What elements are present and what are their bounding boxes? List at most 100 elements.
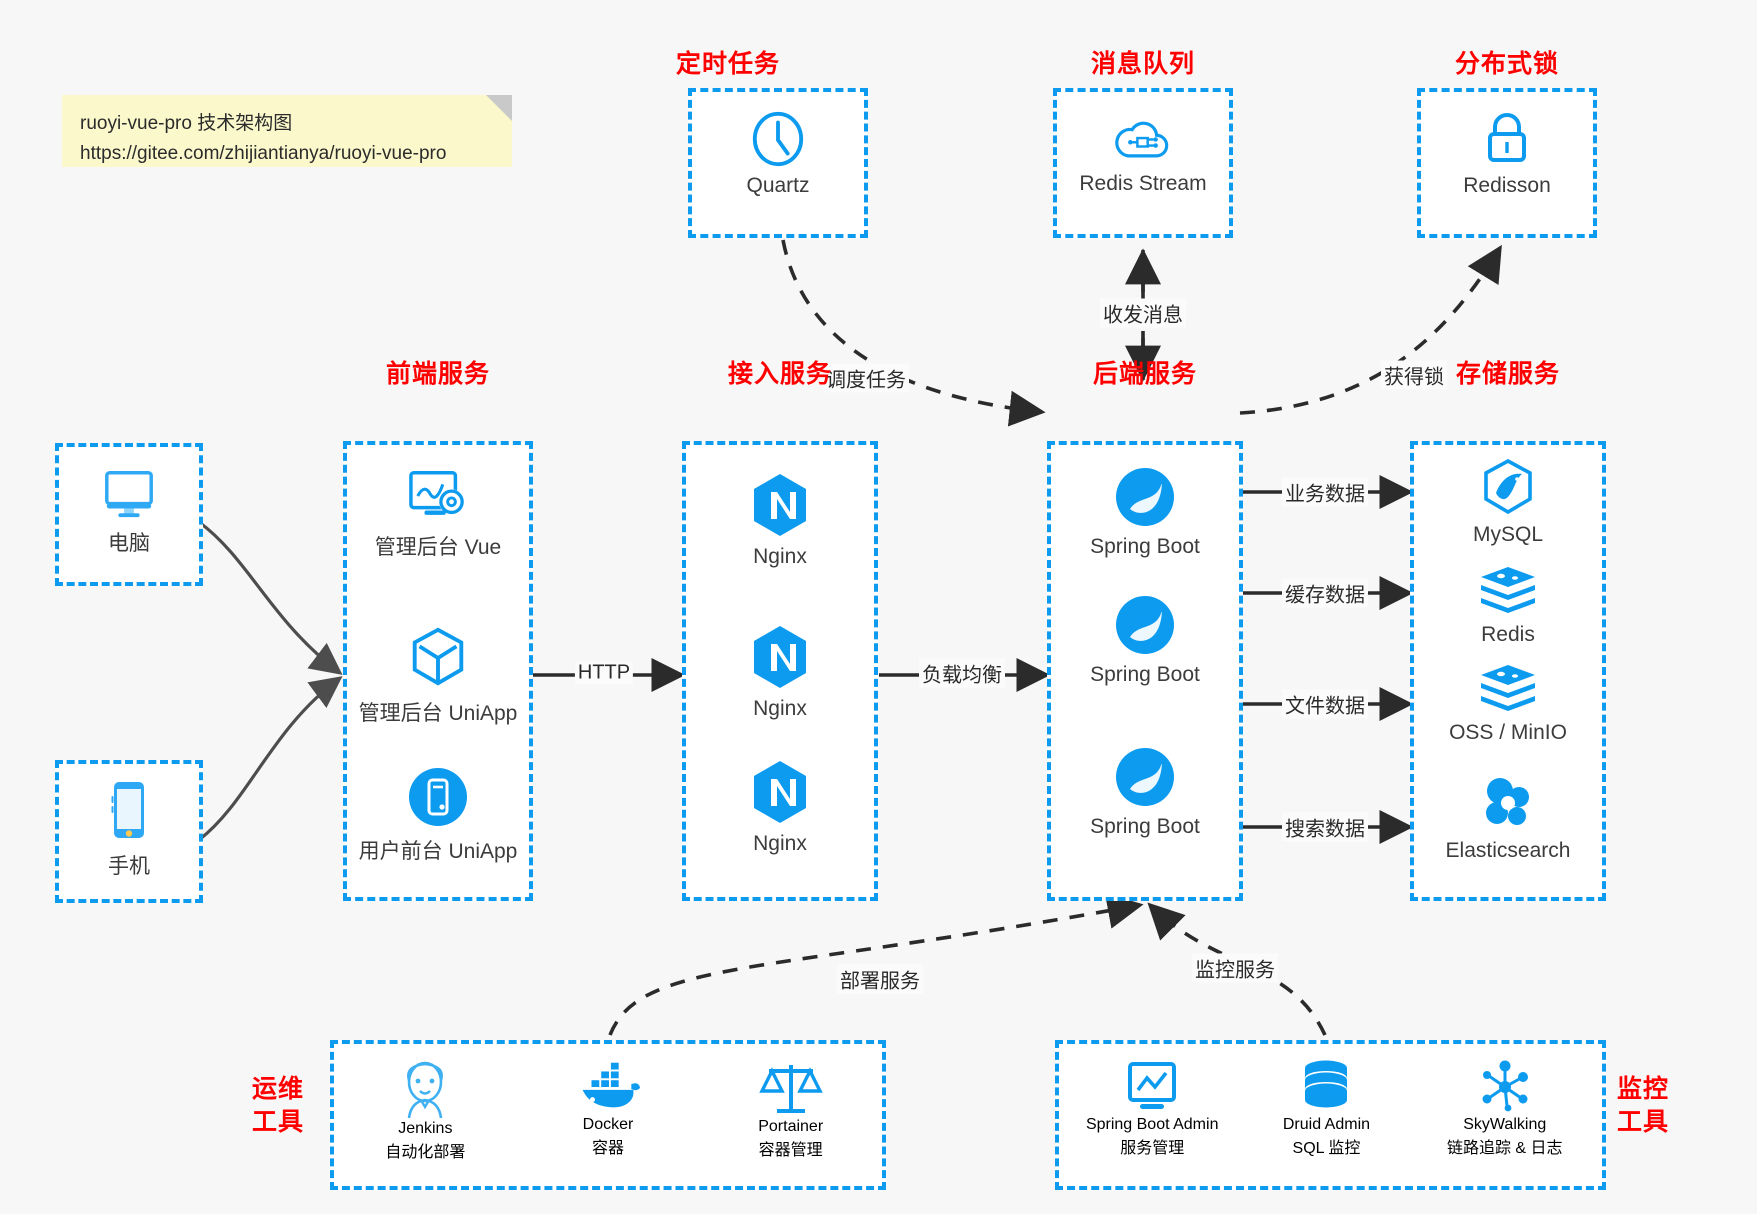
spring-icon <box>1116 596 1174 654</box>
edge-label-monitor-service: 监控服务 <box>1192 953 1278 983</box>
node-jenkins[interactable]: Jenkins 自动化部署 <box>334 1058 517 1162</box>
node-label: Redis Stream <box>1079 172 1207 195</box>
node-spring-boot-3[interactable]: Spring Boot <box>1051 745 1239 839</box>
node-label: Redisson <box>1463 174 1551 197</box>
node-quartz[interactable]: Quartz <box>692 110 864 198</box>
node-label: 管理后台 UniApp <box>358 702 518 725</box>
group-title-message-queue: 消息队列 <box>1090 50 1195 78</box>
spring-icon <box>1116 748 1174 806</box>
nginx-icon <box>754 474 806 536</box>
node-nginx-3[interactable]: Nginx <box>686 758 874 856</box>
node-label: 用户前台 UniApp <box>358 840 518 863</box>
node-label: Nginx <box>753 697 807 720</box>
note-url: https://gitee.com/zhijiantianya/ruoyi-vu… <box>80 143 447 164</box>
group-title-devops: 运维 工具 <box>252 1073 322 1139</box>
edge-label-http: HTTP <box>574 661 634 685</box>
monitor-chart-icon <box>1128 1062 1177 1109</box>
node-skywalking[interactable]: SkyWalking 链路追踪 & 日志 <box>1408 1058 1603 1158</box>
node-user-uniapp[interactable]: 用户前台 UniApp <box>347 765 529 865</box>
node-mysql[interactable]: MySQL <box>1414 457 1602 547</box>
node-client-pc[interactable]: 电脑 <box>59 465 199 557</box>
group-box-storage: MySQL Redis OSS / MinIO <box>1410 441 1606 901</box>
node-portainer[interactable]: Portainer 容器管理 <box>699 1058 882 1162</box>
cloud-stream-icon <box>1115 121 1169 158</box>
node-docker[interactable]: Docker 容器 <box>517 1058 700 1162</box>
group-box-distributed-lock: Redisson <box>1417 88 1597 238</box>
group-box-client-phone: 手机 <box>55 760 203 903</box>
node-label: Nginx <box>753 545 807 568</box>
node-label: Spring Boot <box>1090 815 1200 838</box>
node-druid-admin[interactable]: Druid Admin SQL 监控 <box>1245 1058 1407 1158</box>
edge-label-schedule-task: 调度任务 <box>823 363 909 393</box>
node-label: Elasticsearch <box>1445 839 1571 862</box>
node-label: OSS / MinIO <box>1449 721 1567 744</box>
clock-icon <box>752 111 804 167</box>
mysql-icon <box>1484 458 1532 515</box>
node-client-phone[interactable]: 手机 <box>59 778 199 880</box>
note-fold-corner <box>486 95 512 121</box>
monitoring-title-line2: 工具 <box>1617 1108 1670 1136</box>
group-box-frontend: 管理后台 Vue 管理后台 UniApp 用户前台 UniApp <box>343 441 533 901</box>
node-label: 管理后台 Vue <box>374 536 502 559</box>
group-box-monitoring: Spring Boot Admin 服务管理 Druid Admin SQL 监… <box>1055 1040 1606 1190</box>
skywalking-icon <box>1482 1060 1528 1112</box>
node-elasticsearch[interactable]: Elasticsearch <box>1414 775 1602 863</box>
lock-icon <box>1488 113 1526 162</box>
node-nginx-2[interactable]: Nginx <box>686 623 874 721</box>
group-box-message-queue: Redis Stream <box>1053 88 1233 238</box>
desktop-icon <box>105 470 153 518</box>
dashboard-icon <box>409 471 465 515</box>
sticky-note: ruoyi-vue-pro 技术架构图 https://gitee.com/zh… <box>62 95 512 167</box>
nginx-icon <box>754 626 806 688</box>
node-label: Jenkins <box>398 1120 453 1137</box>
node-redisson[interactable]: Redisson <box>1421 108 1593 198</box>
group-title-frontend: 前端服务 <box>385 360 490 388</box>
edge-label-send-receive-message: 收发消息 <box>1100 298 1186 328</box>
node-sublabel: 容器管理 <box>758 1142 823 1159</box>
group-box-gateway: Nginx Nginx Nginx <box>682 441 878 901</box>
app-circle-icon <box>409 768 467 826</box>
monitoring-node-row: Spring Boot Admin 服务管理 Druid Admin SQL 监… <box>1059 1058 1602 1158</box>
node-sublabel: SQL 监控 <box>1292 1140 1361 1157</box>
node-label: Redis <box>1481 623 1535 646</box>
node-label: Nginx <box>753 832 807 855</box>
group-box-backend: Spring Boot Spring Boot Spring Boot <box>1047 441 1243 901</box>
monitoring-title-line1: 监控 <box>1617 1075 1670 1103</box>
node-label: Spring Boot <box>1090 535 1200 558</box>
node-label: Spring Boot Admin <box>1085 1116 1219 1133</box>
spring-icon <box>1116 468 1174 526</box>
group-title-backend: 后端服务 <box>1092 360 1197 388</box>
edge-label-load-balance: 负载均衡 <box>919 658 1005 688</box>
node-spring-boot-2[interactable]: Spring Boot <box>1051 593 1239 687</box>
node-label: Docker <box>582 1116 634 1133</box>
node-label: Druid Admin <box>1282 1116 1371 1133</box>
group-title-storage: 存储服务 <box>1455 360 1560 388</box>
node-admin-uniapp[interactable]: 管理后台 UniApp <box>347 625 529 727</box>
node-sublabel: 链路追踪 & 日志 <box>1446 1140 1563 1157</box>
node-sublabel: 服务管理 <box>1120 1140 1185 1157</box>
group-title-distributed-lock: 分布式锁 <box>1454 50 1559 78</box>
node-sublabel: 自动化部署 <box>385 1144 466 1161</box>
edge-label-business-data: 业务数据 <box>1282 477 1368 507</box>
node-label: 电脑 <box>108 532 150 555</box>
devops-title-line2: 工具 <box>252 1108 305 1136</box>
node-redis-stream[interactable]: Redis Stream <box>1057 112 1229 196</box>
group-title-monitoring: 监控 工具 <box>1617 1073 1687 1139</box>
mobile-icon <box>111 782 144 838</box>
node-spring-boot-1[interactable]: Spring Boot <box>1051 465 1239 559</box>
node-spring-boot-admin[interactable]: Spring Boot Admin 服务管理 <box>1059 1058 1245 1158</box>
edge-label-deploy-service: 部署服务 <box>837 964 923 994</box>
edge-label-file-data: 文件数据 <box>1282 689 1368 719</box>
edge-label-acquire-lock: 获得锁 <box>1381 360 1447 390</box>
node-label: Portainer <box>758 1118 824 1135</box>
edge-label-cache-data: 缓存数据 <box>1282 578 1368 608</box>
node-nginx-1[interactable]: Nginx <box>686 471 874 569</box>
group-title-gateway: 接入服务 <box>727 360 832 388</box>
docker-icon <box>582 1062 641 1108</box>
node-admin-vue[interactable]: 管理后台 Vue <box>347 467 529 561</box>
redis-icon <box>1481 567 1535 613</box>
edge-label-search-data: 搜索数据 <box>1282 812 1368 842</box>
node-redis[interactable]: Redis <box>1414 565 1602 647</box>
node-oss-minio[interactable]: OSS / MinIO <box>1414 663 1602 745</box>
